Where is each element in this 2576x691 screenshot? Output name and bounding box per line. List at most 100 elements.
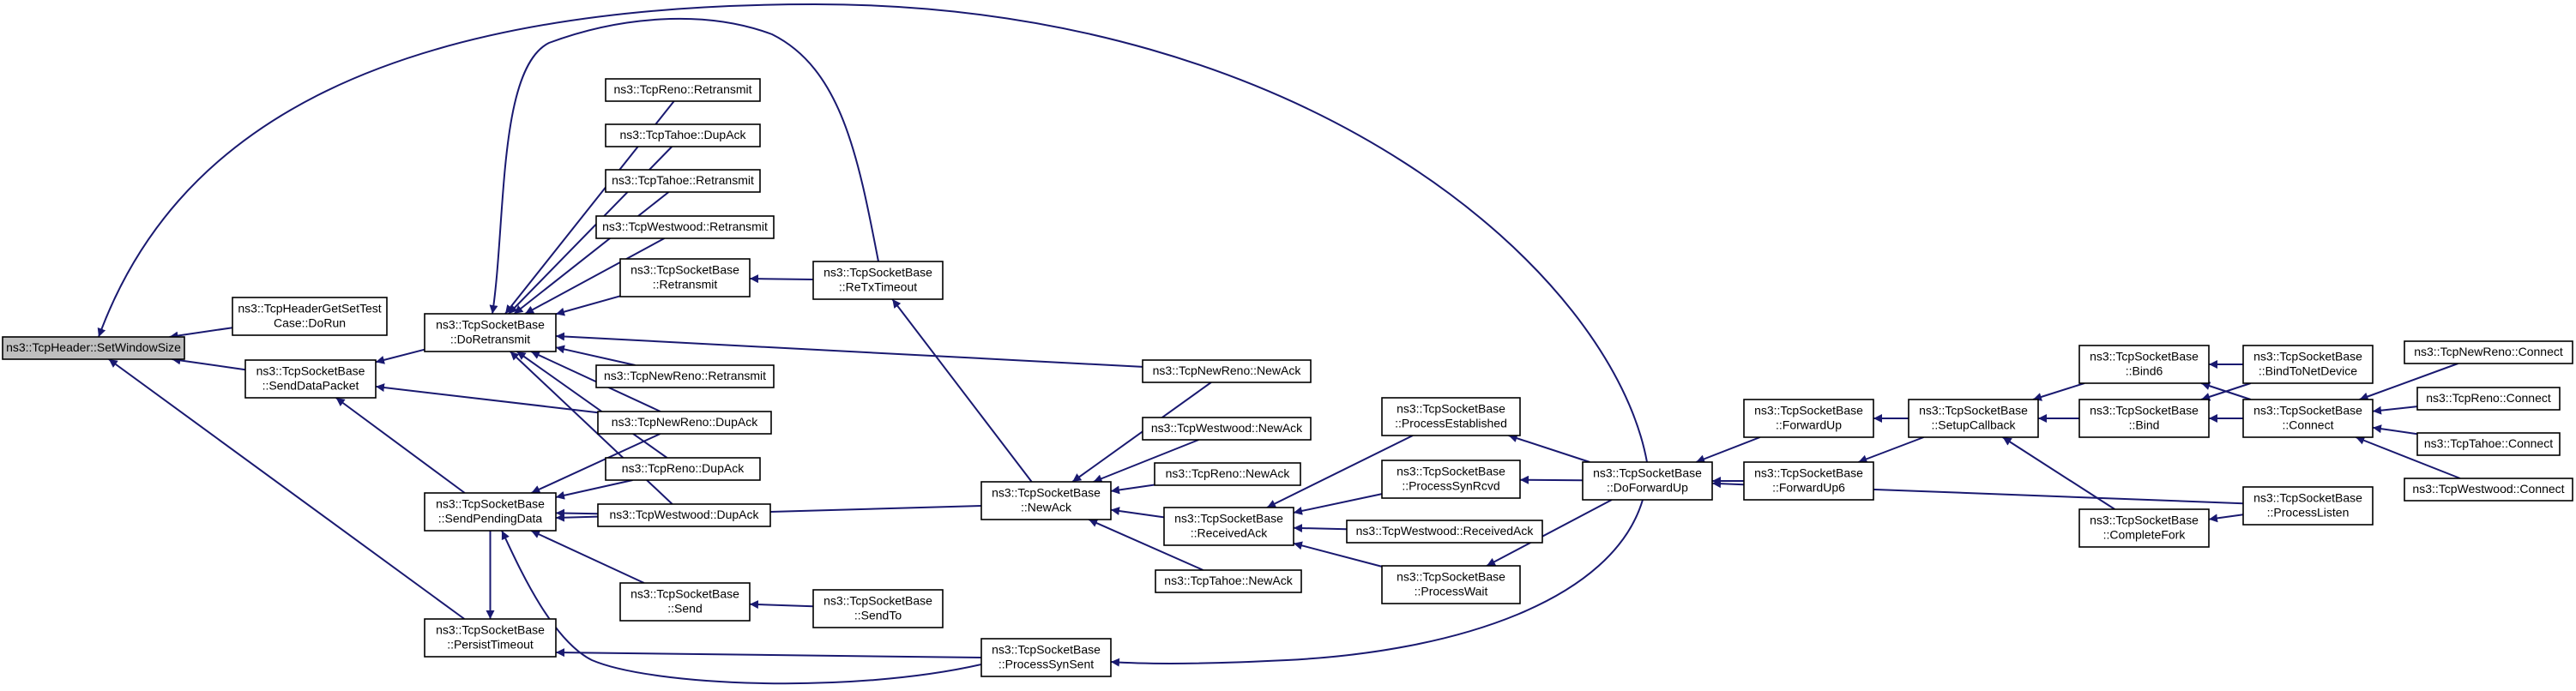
edge-newreno_dupack-to-sendpendingdata	[530, 433, 661, 494]
edge-reno_dupack-to-doretransmit	[516, 351, 668, 459]
node-label: ns3::TcpSocketBase	[1397, 465, 1505, 478]
node-sendto[interactable]: ns3::TcpSocketBase::SendTo	[812, 589, 944, 628]
edge-processestablished-to-receivedack	[1266, 435, 1414, 508]
node-box	[2416, 387, 2561, 411]
node-westwood_newack[interactable]: ns3::TcpWestwood::NewAck	[1142, 417, 1312, 441]
node-label: ns3::TcpSocketBase	[1593, 466, 1702, 480]
node-label: ::SendTo	[854, 609, 902, 622]
node-box	[1381, 565, 1521, 604]
edge-westwood_dupack-to-sendpendingdata	[555, 508, 599, 518]
node-label: ns3::TcpNewReno::NewAck	[1153, 364, 1302, 377]
node-receivedack[interactable]: ns3::TcpSocketBase::ReceivedAck	[1163, 507, 1294, 546]
node-bindtonetdevice[interactable]: ns3::TcpSocketBase::BindToNetDevice	[2242, 345, 2374, 384]
node-label: ns3::TcpSocketBase	[1397, 402, 1505, 416]
node-box	[2242, 345, 2374, 384]
node-box	[597, 503, 771, 527]
node-forwardup6[interactable]: ns3::TcpSocketBase::ForwardUp6	[1743, 461, 1874, 501]
node-box	[619, 582, 751, 622]
node-label: ::Retransmit	[653, 278, 718, 291]
node-persisttimeout[interactable]: ns3::TcpSocketBase::PersistTimeout	[424, 618, 557, 658]
node-forwardup[interactable]: ns3::TcpSocketBase::ForwardUp	[1743, 399, 1874, 438]
node-newreno_dupack[interactable]: ns3::TcpNewReno::DupAck	[597, 411, 772, 435]
node-bind[interactable]: ns3::TcpSocketBase::Bind	[2078, 399, 2210, 438]
node-rtxtimeout[interactable]: ns3::TcpSocketBase::ReTxTimeout	[812, 261, 944, 300]
node-bind6[interactable]: ns3::TcpSocketBase::Bind6	[2078, 345, 2210, 384]
node-newack[interactable]: ns3::TcpSocketBase::NewAck	[980, 481, 1112, 520]
node-box	[1582, 461, 1713, 501]
node-processwait[interactable]: ns3::TcpSocketBase::ProcessWait	[1381, 565, 1521, 604]
node-label: ns3::TcpSocketBase	[436, 623, 545, 637]
edge-doforwardup-to-processwait	[1486, 499, 1613, 567]
node-box	[2, 336, 185, 360]
node-tahoe_newack[interactable]: ns3::TcpTahoe::NewAck	[1155, 569, 1302, 593]
node-label: ::ProcessEstablished	[1395, 417, 1507, 430]
node-label: ns3::TcpWestwood::NewAck	[1151, 421, 1303, 435]
node-label: ::PersistTimeout	[447, 638, 534, 652]
node-processsynrcvd[interactable]: ns3::TcpSocketBase::ProcessSynRcvd	[1381, 460, 1521, 499]
node-label: ns3::TcpReno::NewAck	[1166, 466, 1291, 480]
node-label: ::Connect	[2283, 418, 2334, 432]
edge-reno_dupack-to-sendpendingdata	[555, 479, 633, 500]
node-reno_connect[interactable]: ns3::TcpReno::Connect	[2416, 387, 2561, 411]
node-box	[1163, 507, 1294, 546]
node-box	[2078, 399, 2210, 438]
edge-sendpendingdata-to-senddatapacket	[335, 397, 466, 494]
node-westwood_retransmit[interactable]: ns3::TcpWestwood::Retransmit	[595, 215, 775, 239]
node-completefork[interactable]: ns3::TcpSocketBase::CompleteFork	[2078, 508, 2210, 548]
node-label: ns3::TcpTahoe::NewAck	[1164, 574, 1293, 587]
node-send[interactable]: ns3::TcpSocketBase::Send	[619, 582, 751, 622]
node-connect[interactable]: ns3::TcpSocketBase::Connect	[2242, 399, 2374, 438]
node-retransmit[interactable]: ns3::TcpSocketBase::Retransmit	[619, 258, 751, 297]
node-tahoe_dupack[interactable]: ns3::TcpTahoe::DupAck	[605, 123, 761, 147]
node-label: ns3::TcpHeaderGetSetTest	[238, 302, 381, 315]
node-label: ::ReceivedAck	[1191, 526, 1268, 540]
node-tahoe_connect[interactable]: ns3::TcpTahoe::Connect	[2416, 432, 2561, 456]
node-westwood_receivedack[interactable]: ns3::TcpWestwood::ReceivedAck	[1346, 520, 1543, 544]
node-newreno_connect[interactable]: ns3::TcpNewReno::Connect	[2404, 340, 2573, 364]
node-label: ns3::TcpSocketBase	[2253, 491, 2362, 505]
node-label: ns3::TcpSocketBase	[2253, 350, 2362, 364]
edge-reno_connect-to-connect	[2372, 406, 2418, 415]
edge-newack-to-rtxtimeout	[891, 298, 1033, 483]
edge-newreno_newack-to-doretransmit	[555, 332, 1143, 368]
edge-receivedack-to-newack	[1110, 507, 1165, 519]
node-label: ns3::TcpSocketBase	[630, 263, 739, 277]
node-label: ns3::TcpTahoe::Retransmit	[612, 173, 754, 187]
node-newreno_newack[interactable]: ns3::TcpNewReno::NewAck	[1142, 359, 1312, 383]
node-label: ns3::TcpNewReno::Connect	[2414, 345, 2563, 358]
node-box	[1908, 399, 2039, 438]
node-processestablished[interactable]: ns3::TcpSocketBase::ProcessEstablished	[1381, 397, 1521, 436]
node-label: ns3::TcpSocketBase	[256, 364, 365, 378]
node-reno_newack[interactable]: ns3::TcpReno::NewAck	[1154, 462, 1301, 486]
edge-retransmit-to-doretransmit	[555, 295, 621, 316]
node-root[interactable]: ns3::TcpHeader::SetWindowSize	[2, 336, 185, 360]
node-box	[1743, 461, 1874, 501]
node-senddatapacket[interactable]: ns3::TcpSocketBase::SendDataPacket	[244, 359, 377, 399]
node-box	[605, 169, 761, 193]
node-label: ns3::TcpReno::DupAck	[622, 461, 745, 475]
node-tahoe_retransmit[interactable]: ns3::TcpTahoe::Retransmit	[605, 169, 761, 193]
node-box	[1743, 399, 1874, 438]
node-reno_dupack[interactable]: ns3::TcpReno::DupAck	[605, 457, 761, 481]
edge-processwait-to-receivedack	[1293, 541, 1383, 568]
node-box	[424, 313, 557, 352]
node-label: ::CompleteFork	[2103, 528, 2187, 542]
node-westwood_connect[interactable]: ns3::TcpWestwood::Connect	[2404, 478, 2573, 502]
node-doretransmit[interactable]: ns3::TcpSocketBase::DoRetransmit	[424, 313, 557, 352]
node-processsynsent[interactable]: ns3::TcpSocketBase::ProcessSynSent	[980, 638, 1112, 677]
node-box	[1155, 569, 1302, 593]
node-processlisten[interactable]: ns3::TcpSocketBase::ProcessListen	[2242, 486, 2374, 526]
node-setupcallback[interactable]: ns3::TcpSocketBase::SetupCallback	[1908, 399, 2039, 438]
node-newreno_retransmit[interactable]: ns3::TcpNewReno::Retransmit	[595, 364, 775, 388]
edge-persisttimeout-to-root	[108, 358, 465, 620]
node-label: ns3::TcpSocketBase	[630, 587, 739, 601]
node-reno_retransmit[interactable]: ns3::TcpReno::Retransmit	[605, 78, 761, 102]
node-box	[1381, 460, 1521, 499]
node-westwood_dupack[interactable]: ns3::TcpWestwood::DupAck	[597, 503, 771, 527]
edge-newreno_newack-to-newack	[1071, 382, 1212, 483]
node-doforwardup[interactable]: ns3::TcpSocketBase::DoForwardUp	[1582, 461, 1713, 501]
node-box	[1154, 462, 1301, 486]
node-box	[232, 297, 388, 336]
node-sendpendingdata[interactable]: ns3::TcpSocketBase::SendPendingData	[424, 492, 557, 532]
